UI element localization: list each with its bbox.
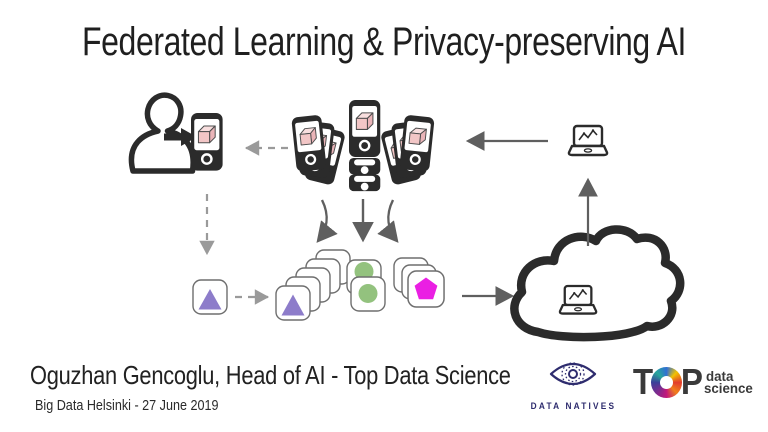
data-natives-label: DATA NATIVES (530, 401, 617, 411)
top-logo-word-data: data (706, 367, 734, 384)
arrow-phones-to-cards-right (377, 199, 399, 243)
phone-stack-left-icon (291, 115, 346, 186)
pentagon-card-stack-icon (393, 257, 445, 308)
person-icon (128, 92, 196, 174)
top-data-science-logo: T P data science (632, 364, 755, 400)
arrow-phones-to-cards-left (316, 199, 338, 243)
top-logo-letter-p: P (680, 361, 703, 402)
triangle-card-icon (192, 279, 228, 315)
event-line: Big Data Helsinki - 27 June 2019 (35, 397, 219, 414)
triangle-card-stack-icon (275, 249, 351, 321)
phone-stack-middle-icon (349, 100, 380, 192)
federated-learning-diagram (128, 92, 685, 342)
user-phone-icon (191, 113, 223, 171)
data-natives-eye-icon (549, 362, 597, 386)
cloud-icon (510, 225, 685, 342)
data-natives-logo: DATA NATIVES (527, 357, 619, 411)
top-logo-wheel (651, 366, 682, 398)
top-logo-word-science: science (704, 380, 753, 396)
laptop-icon (567, 124, 609, 157)
top-logo-letter-t: T (632, 361, 653, 402)
phone-stack-right-icon (380, 115, 435, 186)
arrow-user-to-phone (164, 128, 197, 146)
circle-card-stack-icon (346, 259, 386, 312)
cloud-laptop-icon (558, 284, 598, 315)
author-line: Oguzhan Gencoglu, Head of AI - Top Data … (30, 360, 511, 390)
top-logo-words: data science (704, 367, 755, 396)
slide-title: Federated Learning & Privacy-preserving … (82, 20, 686, 64)
